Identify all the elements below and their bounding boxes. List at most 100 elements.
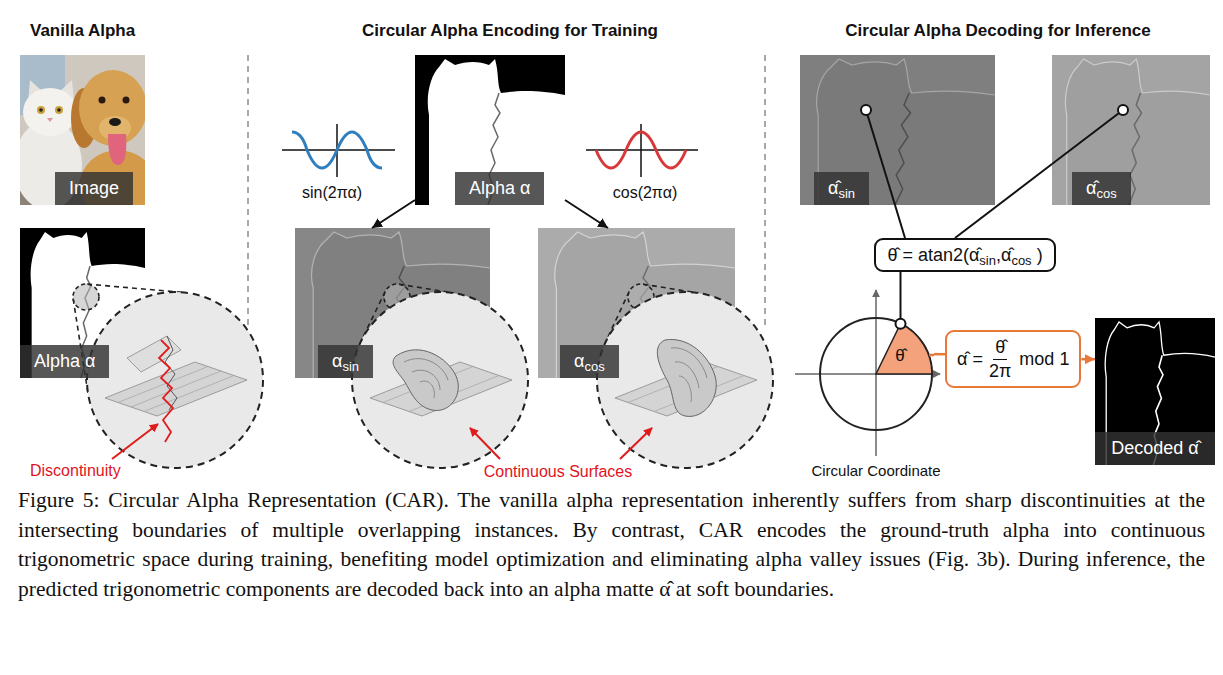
- alpha-matte-image-use: [800, 55, 995, 205]
- label-holder: Circular Alpha Encoding for Training: [362, 21, 658, 41]
- fraction-numerator: θ̂: [993, 337, 1007, 360]
- discontinuity-inset-circle: [87, 292, 263, 468]
- photo-circle: [57, 108, 61, 112]
- sample-point-line: [1052, 110, 1123, 164]
- formula-box: θ̂ = atan2(α̂sin,α̂cos): [874, 238, 1055, 272]
- photo-ellipse: [109, 118, 121, 126]
- photo-circle: [39, 108, 43, 112]
- circular-coordinate-plot: [795, 290, 940, 456]
- label-bar: Decoded α̂: [1095, 432, 1215, 465]
- sin-surface-inset-path: [412, 370, 440, 390]
- callout-arrow-line: [112, 424, 158, 459]
- fraction: θ̂2π: [989, 337, 1011, 381]
- plot-caption: Circular Coordinate: [811, 462, 940, 479]
- alpha-matte-image-use: [1095, 318, 1215, 465]
- discontinuity-inset-line: [131, 371, 221, 407]
- panel-label: Alpha α: [469, 178, 530, 199]
- photo-circle: [123, 97, 130, 104]
- connector: [1081, 358, 1095, 361]
- alpha-matte-image-use: [1052, 55, 1210, 205]
- alpha-matte-panel: Alpha α: [415, 55, 565, 205]
- label-holder: Vanilla Alpha: [30, 21, 135, 41]
- photo: [20, 55, 145, 205]
- subscript: cos: [584, 359, 604, 374]
- panel-label: α̂: [828, 178, 838, 199]
- connector: [565, 200, 608, 228]
- image-panel: Image: [20, 55, 145, 205]
- connector: [900, 272, 902, 316]
- section-heading: Vanilla Alpha: [30, 21, 135, 40]
- cos-map-panel: αcos: [538, 228, 735, 378]
- label-bar: α̂sin: [814, 172, 869, 205]
- formula-text: mod 1: [1019, 349, 1069, 370]
- label-bar: Image: [55, 172, 133, 205]
- sin-surface-inset-g: [370, 350, 512, 416]
- label-bar: Alpha α: [20, 345, 109, 378]
- label-holder: sin(2πα): [302, 184, 362, 202]
- circular-coordinate-plot-line: [929, 354, 934, 357]
- cosine-wave-icon-line: [586, 149, 698, 151]
- subscript: cos: [1096, 186, 1116, 201]
- panel-label: α: [332, 351, 342, 372]
- cos-surface-inset-circle: [597, 292, 773, 468]
- callout-arrow-line: [470, 428, 500, 459]
- sin-map-panel: αsin: [295, 228, 490, 378]
- discontinuity-inset-circle: [87, 292, 263, 468]
- sin-surface-inset-circle: [352, 292, 528, 468]
- connector: [934, 353, 945, 356]
- section-separator-line: [764, 55, 766, 325]
- text-holder: Circular Coordinate: [811, 462, 940, 480]
- predicted-cos-panel: α̂cos: [1052, 55, 1210, 205]
- cos-surface-inset-path: [675, 362, 699, 388]
- section-heading: Circular Alpha Decoding for Inference: [845, 21, 1150, 40]
- sin-surface-inset-path: [420, 381, 434, 398]
- label-holder: Circular Alpha Decoding for Inference: [845, 21, 1150, 41]
- cosine-wave-icon-path: [596, 132, 686, 168]
- label-holder: Continuous Surfaces: [484, 463, 633, 481]
- discontinuity-inset-polyline: [165, 336, 177, 410]
- label-bar: αcos: [560, 345, 619, 378]
- sample-point-line: [866, 110, 895, 205]
- cos-surface-inset-path: [671, 348, 707, 378]
- photo-ellipse: [23, 88, 77, 136]
- decoded-alpha-panel: Decoded α̂: [1095, 318, 1215, 465]
- alpha-matte-image-use: [415, 55, 565, 205]
- callout-arrow: [112, 424, 652, 459]
- section-heading: Circular Alpha Encoding for Training: [362, 21, 658, 40]
- fraction-denominator: 2π: [989, 360, 1011, 382]
- sample-point-circle: [1118, 105, 1128, 115]
- panel-label: Alpha α: [34, 351, 95, 372]
- sin-surface-inset-path: [393, 350, 458, 411]
- sin-surface-inset-circle: [352, 292, 528, 468]
- sine-wave-icon: [282, 124, 395, 177]
- connector: [372, 200, 415, 228]
- function-label: sin(2πα): [302, 184, 362, 201]
- subscript: sin: [979, 253, 996, 268]
- circular-coordinate-plot-circle: [820, 318, 932, 430]
- sine-wave-icon-path: [292, 132, 382, 168]
- discontinuity-inset-path: [127, 336, 181, 372]
- panel-label: α̂: [1086, 178, 1096, 199]
- callout-arrow-line: [620, 428, 652, 459]
- panel-label: Decoded α̂: [1111, 438, 1198, 459]
- callout-label: Continuous Surfaces: [484, 463, 633, 480]
- discontinuity-inset-polyline: [159, 340, 173, 442]
- circular-coordinate-plot-circle: [896, 319, 906, 329]
- callout-label: Discontinuity: [30, 462, 121, 479]
- cos-surface-inset-path: [679, 376, 691, 402]
- cosine-wave-icon: [586, 124, 698, 177]
- decode-formula-box: α̂ =θ̂2πmod 1: [945, 330, 1081, 388]
- photo-path: [108, 134, 126, 165]
- connector: [955, 164, 1052, 238]
- photo-circle: [37, 106, 45, 114]
- discontinuity-inset: [87, 292, 263, 468]
- alpha-matte-panel: Alpha α: [20, 228, 145, 378]
- angle-label: θ̂: [895, 346, 904, 365]
- caption-holder: Figure 5: Circular Alpha Representation …: [18, 486, 1205, 604]
- formula-text: ,α̂: [996, 245, 1011, 266]
- sin-surface-inset: [352, 292, 528, 468]
- subscript: sin: [838, 186, 855, 201]
- circular-coordinate: θ̂Circular Coordinate: [818, 316, 934, 432]
- text-holder: θ̂: [895, 346, 904, 366]
- cos-surface-inset-circle: [597, 292, 773, 468]
